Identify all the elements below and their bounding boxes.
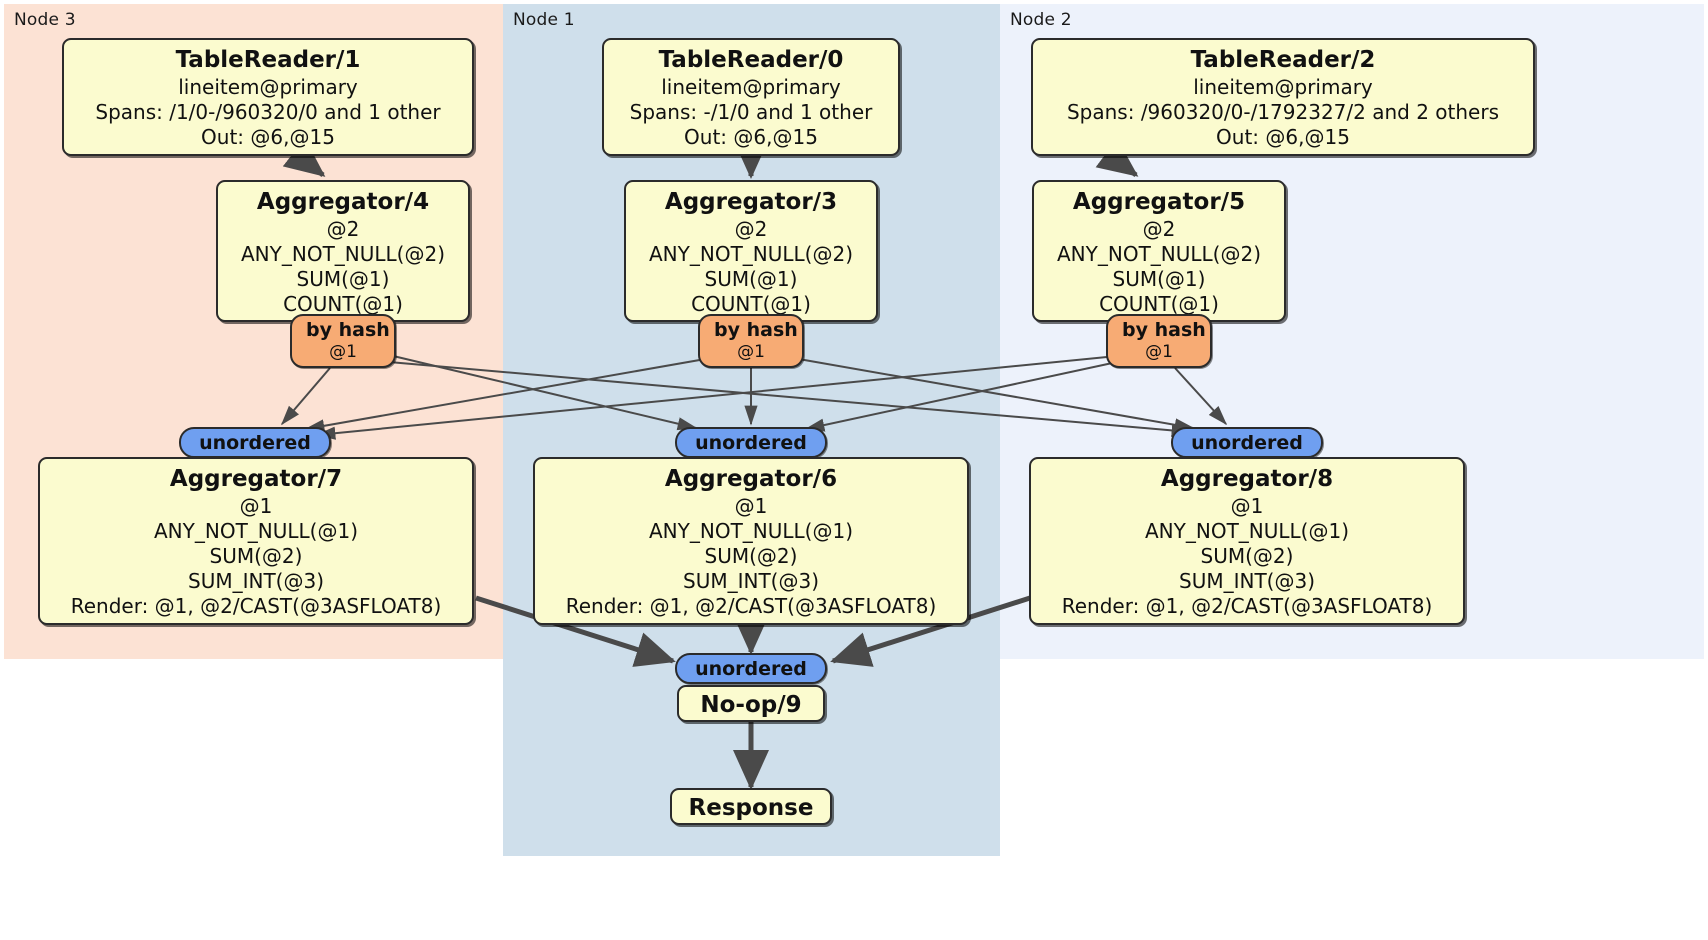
processor-detail-line: @1 bbox=[1230, 494, 1264, 518]
sync-title: unordered bbox=[695, 432, 807, 454]
processor-tablereader-0[interactable]: TableReader/0 lineitem@primary Spans: -/… bbox=[602, 38, 900, 156]
processor-detail-line: COUNT(@1) bbox=[691, 292, 811, 316]
processor-detail-line: SUM_INT(@3) bbox=[683, 569, 819, 593]
node-label-node1: Node 1 bbox=[513, 10, 575, 30]
processor-aggregator-8[interactable]: Aggregator/8 @1 ANY_NOT_NULL(@1) SUM(@2)… bbox=[1029, 457, 1465, 625]
input-sync-unordered-right[interactable]: unordered bbox=[1171, 427, 1323, 458]
processor-detail-line: SUM(@2) bbox=[1200, 544, 1294, 568]
processor-detail-line: SUM(@2) bbox=[704, 544, 798, 568]
processor-title: Aggregator/3 bbox=[664, 189, 838, 215]
processor-detail-line: ANY_NOT_NULL(@1) bbox=[154, 519, 358, 543]
processor-title: No-op/9 bbox=[700, 692, 802, 718]
processor-detail-line: ANY_NOT_NULL(@1) bbox=[649, 519, 853, 543]
processor-detail-line: COUNT(@1) bbox=[1099, 292, 1219, 316]
processor-detail-line: @2 bbox=[1142, 217, 1176, 241]
processor-response[interactable]: Response bbox=[670, 788, 832, 825]
processor-detail-line: Out: @6,@15 bbox=[1216, 125, 1350, 149]
processor-title: Aggregator/7 bbox=[169, 466, 343, 492]
processor-detail-line: @1 bbox=[239, 494, 273, 518]
processor-detail-line: Out: @6,@15 bbox=[684, 125, 818, 149]
processor-detail-line: lineitem@primary bbox=[178, 75, 358, 99]
processor-detail-line: Spans: -/1/0 and 1 other bbox=[629, 100, 873, 124]
processor-detail-line: SUM(@1) bbox=[1112, 267, 1206, 291]
processor-noop-9[interactable]: No-op/9 bbox=[677, 685, 825, 722]
processor-aggregator-6[interactable]: Aggregator/6 @1 ANY_NOT_NULL(@1) SUM(@2)… bbox=[533, 457, 969, 625]
processor-detail-line: Spans: /960320/0-/1792327/2 and 2 others bbox=[1066, 100, 1499, 124]
router-title: by hash bbox=[1122, 319, 1206, 341]
router-title: by hash bbox=[714, 319, 798, 341]
processor-detail-line: ANY_NOT_NULL(@2) bbox=[1057, 242, 1261, 266]
output-router-by-hash-left[interactable]: by hash @1 bbox=[290, 314, 396, 368]
input-sync-unordered-center[interactable]: unordered bbox=[675, 427, 827, 458]
router-column: @1 bbox=[329, 342, 357, 362]
output-router-by-hash-right[interactable]: by hash @1 bbox=[1106, 314, 1212, 368]
processor-detail-line: Out: @6,@15 bbox=[201, 125, 335, 149]
processor-title: Aggregator/6 bbox=[664, 466, 838, 492]
processor-tablereader-2[interactable]: TableReader/2 lineitem@primary Spans: /9… bbox=[1031, 38, 1535, 156]
processor-aggregator-5[interactable]: Aggregator/5 @2 ANY_NOT_NULL(@2) SUM(@1)… bbox=[1032, 180, 1286, 322]
processor-detail-line: @1 bbox=[734, 494, 768, 518]
router-title: by hash bbox=[306, 319, 390, 341]
processor-title: Response bbox=[688, 795, 814, 821]
processor-detail-line: lineitem@primary bbox=[1193, 75, 1373, 99]
processor-tablereader-1[interactable]: TableReader/1 lineitem@primary Spans: /1… bbox=[62, 38, 474, 156]
processor-detail-line: SUM(@1) bbox=[704, 267, 798, 291]
processor-detail-line: COUNT(@1) bbox=[283, 292, 403, 316]
processor-title: TableReader/2 bbox=[1190, 47, 1376, 73]
sync-title: unordered bbox=[199, 432, 311, 454]
processor-detail-line: Render: @1, @2/CAST(@3ASFLOAT8) bbox=[1061, 594, 1433, 618]
processor-title: Aggregator/5 bbox=[1072, 189, 1246, 215]
processor-detail-line: ANY_NOT_NULL(@1) bbox=[1145, 519, 1349, 543]
processor-title: Aggregator/4 bbox=[256, 189, 430, 215]
router-column: @1 bbox=[737, 342, 765, 362]
processor-title: TableReader/0 bbox=[658, 47, 844, 73]
node-label-node3: Node 3 bbox=[14, 10, 76, 30]
input-sync-unordered-left[interactable]: unordered bbox=[179, 427, 331, 458]
processor-detail-line: Render: @1, @2/CAST(@3ASFLOAT8) bbox=[70, 594, 442, 618]
processor-detail-line: SUM(@1) bbox=[296, 267, 390, 291]
processor-detail-line: ANY_NOT_NULL(@2) bbox=[241, 242, 445, 266]
processor-detail-line: SUM_INT(@3) bbox=[1179, 569, 1315, 593]
processor-detail-line: lineitem@primary bbox=[661, 75, 841, 99]
processor-aggregator-4[interactable]: Aggregator/4 @2 ANY_NOT_NULL(@2) SUM(@1)… bbox=[216, 180, 470, 322]
processor-detail-line: SUM(@2) bbox=[209, 544, 303, 568]
processor-detail-line: Render: @1, @2/CAST(@3ASFLOAT8) bbox=[565, 594, 937, 618]
output-router-by-hash-center[interactable]: by hash @1 bbox=[698, 314, 804, 368]
processor-detail-line: SUM_INT(@3) bbox=[188, 569, 324, 593]
processor-detail-line: @2 bbox=[734, 217, 768, 241]
router-column: @1 bbox=[1145, 342, 1173, 362]
processor-title: TableReader/1 bbox=[175, 47, 361, 73]
processor-title: Aggregator/8 bbox=[1160, 466, 1334, 492]
node-label-node2: Node 2 bbox=[1010, 10, 1072, 30]
sync-title: unordered bbox=[695, 658, 807, 680]
processor-detail-line: Spans: /1/0-/960320/0 and 1 other bbox=[95, 100, 441, 124]
processor-detail-line: ANY_NOT_NULL(@2) bbox=[649, 242, 853, 266]
processor-detail-line: @2 bbox=[326, 217, 360, 241]
sync-title: unordered bbox=[1191, 432, 1303, 454]
processor-aggregator-3[interactable]: Aggregator/3 @2 ANY_NOT_NULL(@2) SUM(@1)… bbox=[624, 180, 878, 322]
processor-aggregator-7[interactable]: Aggregator/7 @1 ANY_NOT_NULL(@1) SUM(@2)… bbox=[38, 457, 474, 625]
input-sync-unordered-final[interactable]: unordered bbox=[675, 653, 827, 684]
